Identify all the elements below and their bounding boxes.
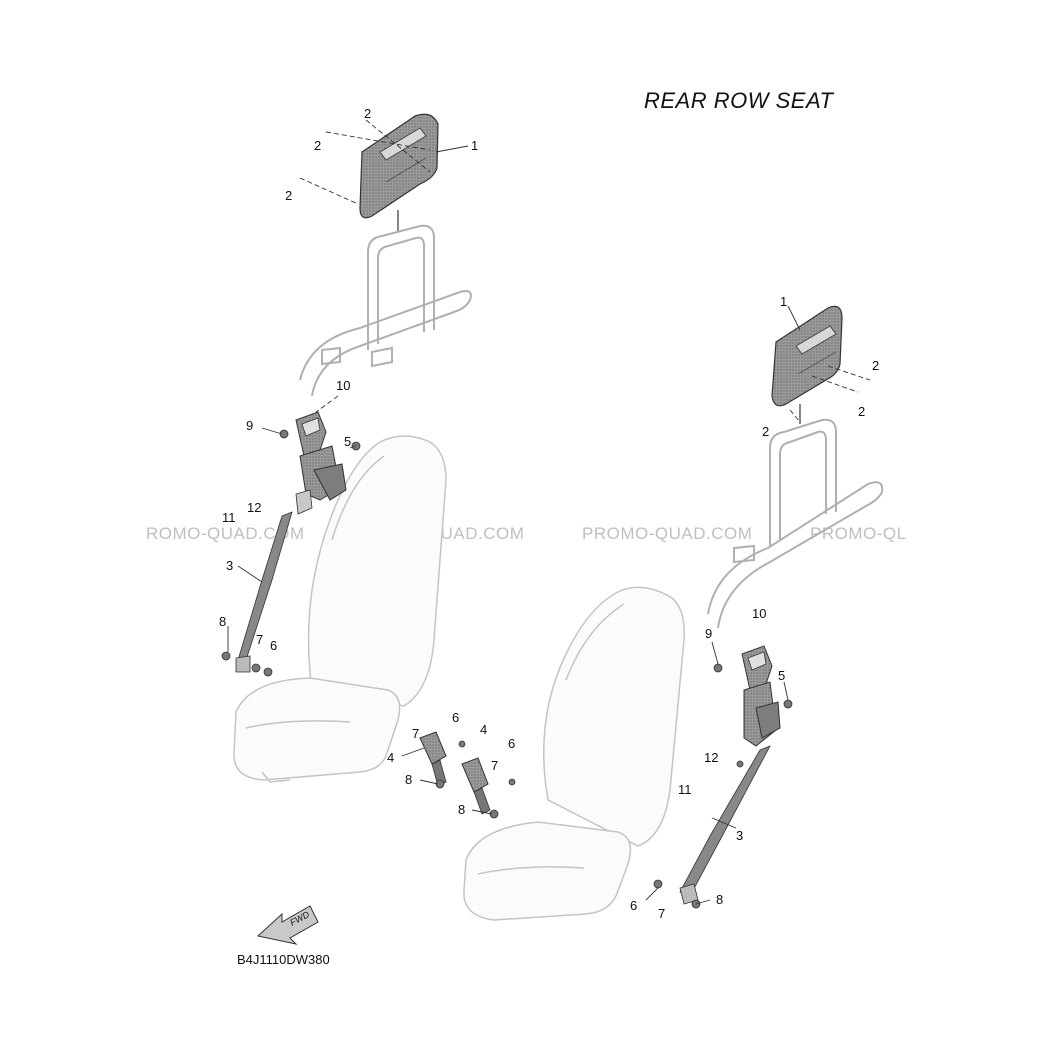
part-label: 7: [491, 758, 498, 773]
watermark: ROMO-QUAD.COM: [146, 524, 305, 543]
part-label: 2: [762, 424, 769, 439]
part-label: 7: [658, 906, 665, 921]
right-seat: [463, 586, 685, 921]
part-label: 11: [222, 510, 236, 525]
left-headrest-frame: [299, 224, 472, 397]
buckle-left: [419, 731, 447, 787]
part-label: 6: [270, 638, 277, 653]
part-label: 3: [226, 558, 233, 573]
left-seatbelt: [235, 411, 347, 673]
part-label: 8: [405, 772, 412, 787]
part-label: 10: [336, 378, 350, 393]
part-label: 5: [778, 668, 785, 683]
part-label: 2: [364, 106, 371, 121]
right-headrest-frame: [707, 418, 884, 629]
part-label: 2: [858, 404, 865, 419]
solid-leaders: [227, 145, 801, 905]
part-label: 5: [344, 434, 351, 449]
part-label: 4: [480, 722, 487, 737]
part-label: 8: [219, 614, 226, 629]
leader-lines: [299, 119, 871, 423]
part-label: 7: [412, 726, 419, 741]
part-numbers: 1 2 2 2 1 2 2 2 3 3 4 4 5 5 6 6 6 6 7 7 …: [219, 106, 879, 921]
left-seat: [233, 435, 447, 783]
part-label: 4: [387, 750, 394, 765]
part-label: 6: [452, 710, 459, 725]
part-label: 1: [471, 138, 478, 153]
part-label: 10: [752, 606, 766, 621]
part-label: 2: [285, 188, 292, 203]
part-label: 11: [678, 782, 692, 797]
part-label: 6: [630, 898, 637, 913]
part-label: 8: [458, 802, 465, 817]
part-label: 1: [780, 294, 787, 309]
diagram-code: B4J1110DW380: [237, 952, 330, 967]
watermark: PROMO-QL: [810, 524, 907, 543]
left-headrest: [359, 113, 439, 232]
part-label: 12: [704, 750, 718, 765]
part-label: 8: [716, 892, 723, 907]
right-headrest: [771, 305, 843, 424]
part-label: 12: [247, 500, 261, 515]
watermark: PROMO-QUAD.COM: [582, 524, 753, 543]
buckle-right: [461, 757, 491, 815]
part-label: 3: [736, 828, 743, 843]
right-seatbelt: [679, 645, 781, 905]
part-label: 7: [256, 632, 263, 647]
part-label: 2: [872, 358, 879, 373]
part-label: 2: [314, 138, 321, 153]
part-label: 9: [246, 418, 253, 433]
diagram-title: REAR ROW SEAT: [644, 88, 834, 113]
part-label: 9: [705, 626, 712, 641]
fwd-arrow: FWD: [256, 905, 319, 945]
part-label: 6: [508, 736, 515, 751]
